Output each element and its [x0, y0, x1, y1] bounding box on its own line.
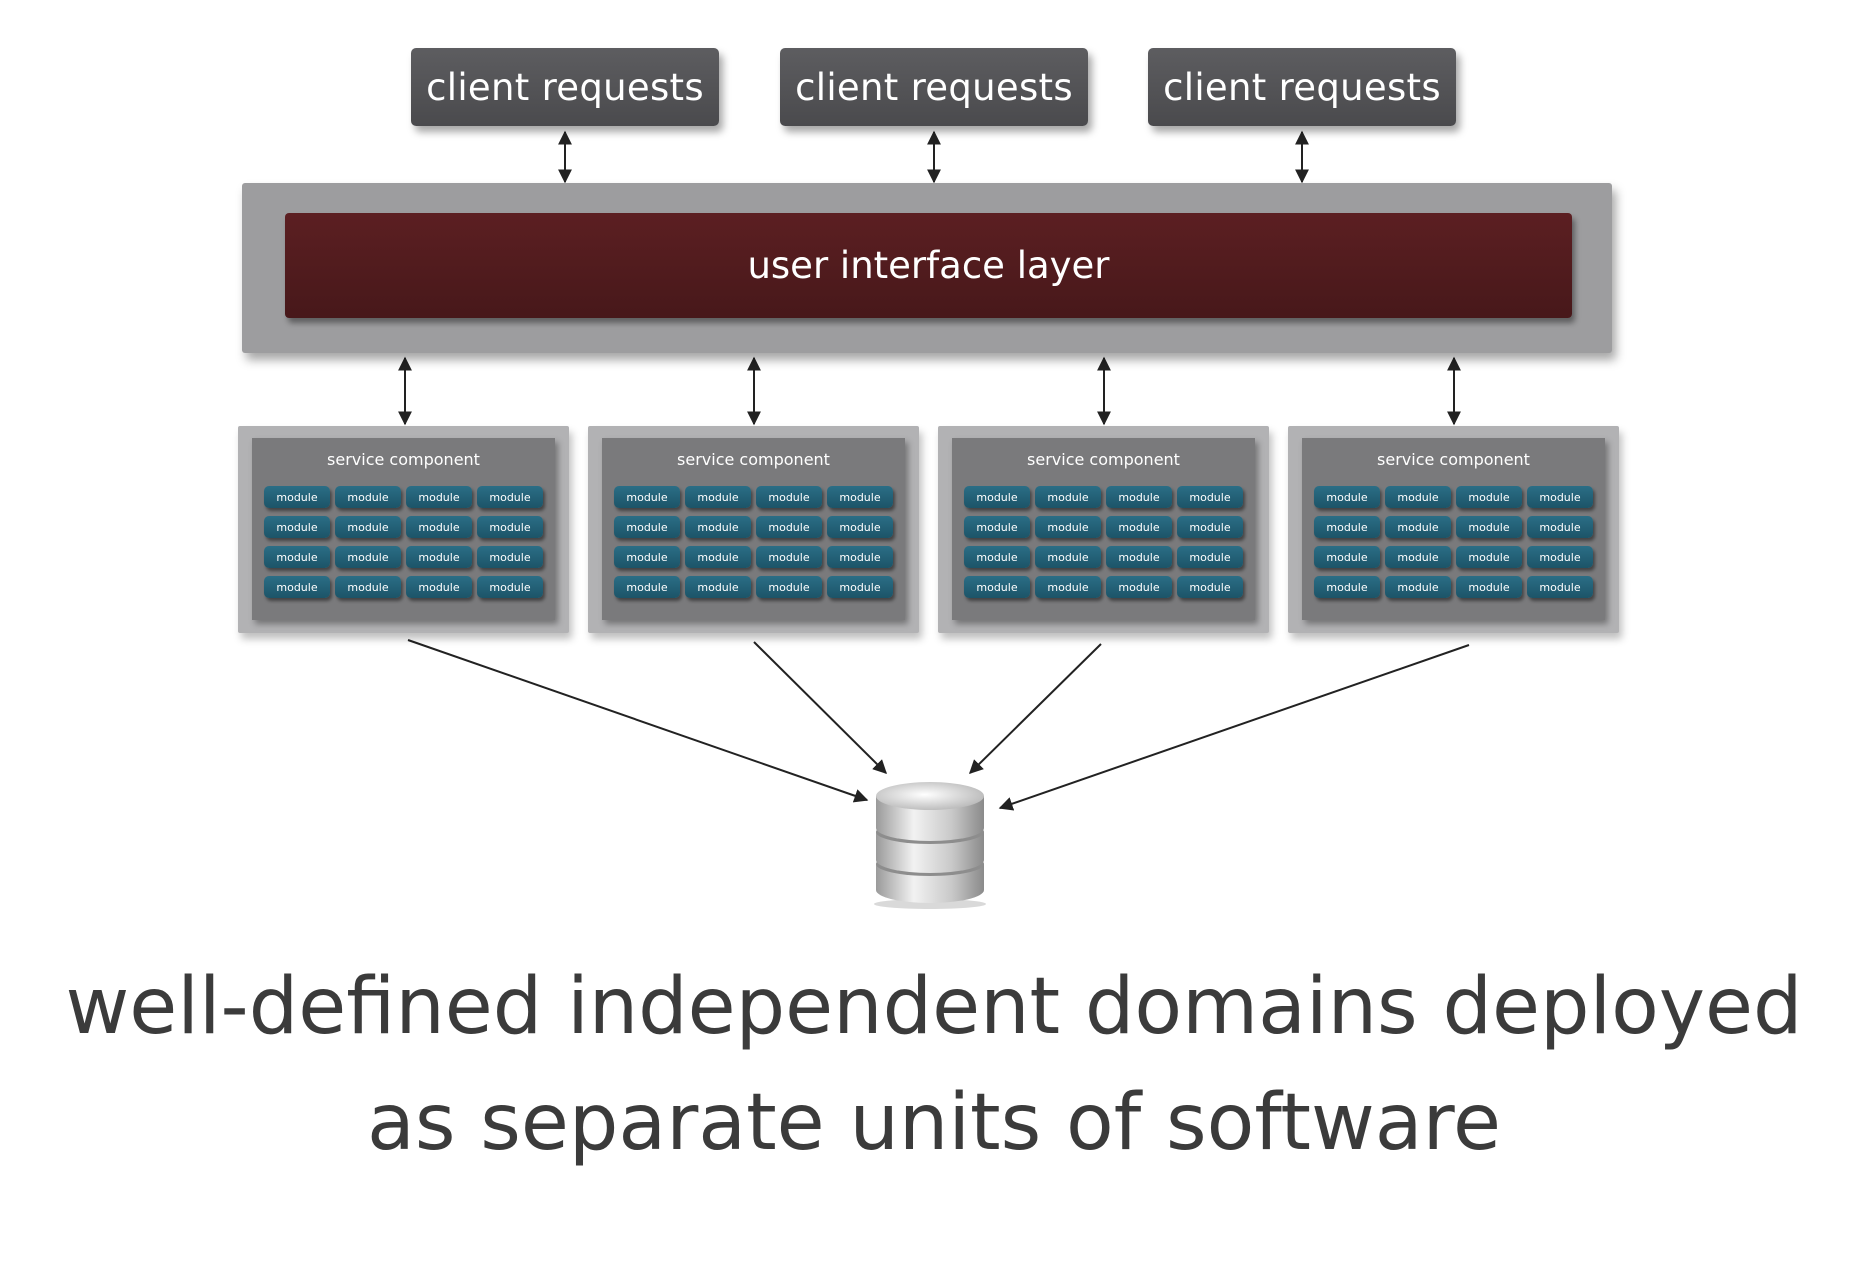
- db-arrow-2: [753, 641, 887, 774]
- module-block: module: [406, 546, 472, 568]
- module-block: module: [264, 546, 330, 568]
- module-block: module: [1106, 576, 1172, 598]
- module-block: module: [827, 516, 893, 538]
- service-component-title: service component: [677, 450, 830, 469]
- module-block: module: [1035, 546, 1101, 568]
- module-block: module: [827, 486, 893, 508]
- ui-layer-container: user interface layer: [242, 183, 1612, 353]
- caption-line-2: as separate units of software: [367, 1078, 1501, 1168]
- module-block: module: [1177, 516, 1243, 538]
- module-block: module: [335, 486, 401, 508]
- module-block: module: [1035, 516, 1101, 538]
- client-requests-label: client requests: [1163, 65, 1441, 109]
- module-block: module: [264, 516, 330, 538]
- module-block: module: [1106, 546, 1172, 568]
- module-block: module: [756, 516, 822, 538]
- module-block: module: [1035, 486, 1101, 508]
- module-block: module: [614, 576, 680, 598]
- module-block: module: [1177, 546, 1243, 568]
- module-block: module: [964, 516, 1030, 538]
- module-block: module: [827, 546, 893, 568]
- database-icon: [874, 782, 986, 909]
- module-block: module: [685, 486, 751, 508]
- module-block: module: [827, 576, 893, 598]
- module-block: module: [614, 546, 680, 568]
- db-arrow-3: [969, 643, 1102, 774]
- client-requests-box-1: client requests: [411, 48, 719, 126]
- module-block: module: [685, 546, 751, 568]
- module-block: module: [477, 516, 543, 538]
- db-arrow-4: [998, 644, 1470, 811]
- module-block: module: [335, 576, 401, 598]
- module-block: module: [964, 486, 1030, 508]
- module-block: module: [964, 576, 1030, 598]
- module-block: module: [1527, 486, 1593, 508]
- module-block: module: [1527, 576, 1593, 598]
- service-component-title: service component: [327, 450, 480, 469]
- service-component-title: service component: [1377, 450, 1530, 469]
- module-block: module: [1456, 576, 1522, 598]
- client-requests-box-2: client requests: [780, 48, 1088, 126]
- module-block: module: [335, 546, 401, 568]
- db-arrow-1: [407, 639, 869, 803]
- module-block: module: [1314, 576, 1380, 598]
- module-block: module: [335, 516, 401, 538]
- module-block: module: [756, 486, 822, 508]
- module-block: module: [1177, 486, 1243, 508]
- client-requests-label: client requests: [795, 65, 1073, 109]
- module-block: module: [406, 516, 472, 538]
- module-block: module: [614, 516, 680, 538]
- module-block: module: [685, 516, 751, 538]
- module-block: module: [614, 486, 680, 508]
- module-block: module: [1385, 486, 1451, 508]
- module-block: module: [1314, 486, 1380, 508]
- service-component-title: service component: [1027, 450, 1180, 469]
- module-block: module: [1527, 546, 1593, 568]
- module-block: module: [1106, 516, 1172, 538]
- caption-line-1: well-defined independent domains deploye…: [65, 962, 1803, 1052]
- module-block: module: [406, 576, 472, 598]
- module-block: module: [685, 576, 751, 598]
- module-block: module: [1456, 546, 1522, 568]
- module-block: module: [477, 546, 543, 568]
- module-block: module: [477, 576, 543, 598]
- module-block: module: [477, 486, 543, 508]
- module-block: module: [1106, 486, 1172, 508]
- module-block: module: [1314, 546, 1380, 568]
- module-block: module: [1385, 546, 1451, 568]
- module-block: module: [1456, 516, 1522, 538]
- ui-layer-label: user interface layer: [747, 244, 1110, 287]
- module-block: module: [756, 576, 822, 598]
- module-block: module: [1385, 576, 1451, 598]
- module-block: module: [964, 546, 1030, 568]
- module-block: module: [1314, 516, 1380, 538]
- module-block: module: [264, 576, 330, 598]
- module-block: module: [1456, 486, 1522, 508]
- module-block: module: [1527, 516, 1593, 538]
- module-block: module: [1385, 516, 1451, 538]
- module-block: module: [1035, 576, 1101, 598]
- client-requests-label: client requests: [426, 65, 704, 109]
- module-block: module: [1177, 576, 1243, 598]
- ui-layer-box: user interface layer: [285, 213, 1572, 318]
- module-block: module: [756, 546, 822, 568]
- client-requests-box-3: client requests: [1148, 48, 1456, 126]
- module-block: module: [406, 486, 472, 508]
- module-block: module: [264, 486, 330, 508]
